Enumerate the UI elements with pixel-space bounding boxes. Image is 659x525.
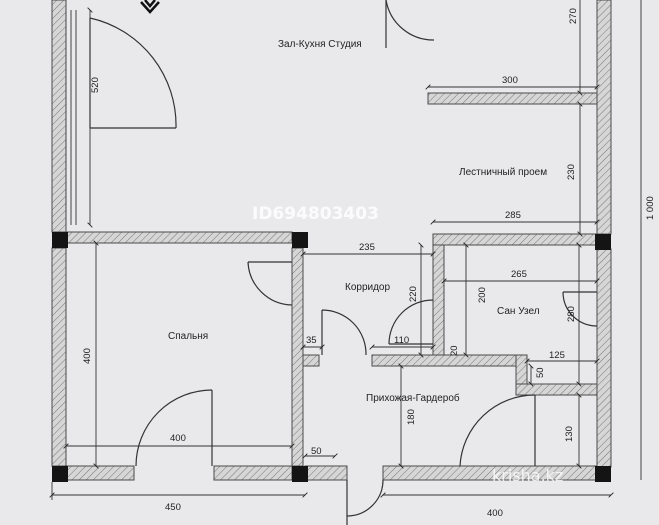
- left-outer-wall-lower: [51, 247, 67, 467]
- site-watermark: krisha.kz: [492, 466, 563, 485]
- walls: [51, 0, 612, 481]
- door-swing: [346, 479, 384, 517]
- dim-label-200: 200: [477, 287, 488, 303]
- dim-label-220: 220: [408, 286, 419, 302]
- dim-label-1000: 1 000: [645, 196, 656, 220]
- dim-label-235: 235: [359, 242, 375, 253]
- dim-label-285: 285: [505, 210, 521, 221]
- dim-label-125: 125: [549, 350, 565, 361]
- column: [292, 466, 308, 482]
- bottom-wall-right: [382, 465, 598, 481]
- listing-id-watermark: ID694803403: [252, 204, 379, 224]
- room-label-stairwell: Лестничный проем: [459, 167, 547, 178]
- hallway-top-wall-mid: [371, 354, 523, 367]
- dim-label-400-bottom: 400: [487, 508, 503, 519]
- bottom-wall-hall: [304, 465, 348, 481]
- bottom-wall-mid: [213, 465, 293, 481]
- dim-label-400-bedroom: 400: [170, 433, 186, 444]
- room-label-living-kitchen: Зал-Кухня Студия: [278, 39, 362, 50]
- door-swing: [459, 394, 536, 467]
- door-swing: [385, 0, 435, 41]
- stair-wall: [427, 92, 598, 105]
- dim-label-110: 110: [394, 335, 409, 346]
- bedroom-right-wall: [291, 247, 304, 467]
- bedroom-top-wall: [65, 231, 293, 244]
- right-outer-wall-lower: [596, 248, 612, 468]
- dim-label-20: 20: [449, 345, 460, 356]
- dim-label-265: 265: [511, 269, 527, 280]
- column: [52, 466, 68, 482]
- door-swing: [89, 17, 177, 129]
- bathroom-top-wall: [432, 233, 598, 246]
- dim-label-520: 520: [90, 77, 101, 93]
- door-swing: [562, 291, 598, 327]
- dim-label-180: 180: [406, 409, 417, 425]
- column: [292, 232, 308, 248]
- dim-label-230: 230: [566, 164, 577, 180]
- room-label-corridor: Корридор: [345, 282, 390, 293]
- door-swing: [321, 309, 367, 356]
- bottom-wall-left: [65, 465, 135, 481]
- dimension-labels: 270 520 300 230 1 000 285 235 265 220 20…: [82, 8, 656, 519]
- bathroom-left-wall: [432, 244, 445, 356]
- stairs-arrow-icon: [140, 0, 160, 14]
- left-outer-wall: [51, 0, 67, 233]
- hallway-top-wall: [302, 354, 320, 367]
- dim-label-280: 280: [566, 306, 577, 322]
- door-swing: [388, 299, 434, 345]
- room-label-bedroom: Спальня: [168, 331, 208, 342]
- window: [65, 10, 77, 225]
- room-label-hallway-wardrobe: Прихожая-Гардероб: [366, 392, 460, 404]
- dim-label-400-vertical: 400: [82, 348, 93, 364]
- columns: [52, 232, 611, 482]
- room-label-bathroom: Сан Узел: [497, 306, 540, 317]
- dim-label-300: 300: [502, 75, 518, 86]
- dim-label-50a: 50: [535, 367, 546, 378]
- column: [595, 234, 611, 250]
- door-swing: [247, 261, 293, 306]
- right-outer-wall: [596, 0, 612, 235]
- column: [595, 466, 611, 482]
- doors: [89, 0, 598, 525]
- bathroom-bottom-wall: [515, 383, 598, 396]
- dim-label-50b: 50: [311, 446, 322, 457]
- room-labels: Зал-Кухня Студия Лестничный проем Коррид…: [168, 39, 547, 404]
- dimension-lines: [52, 0, 642, 500]
- dim-label-130: 130: [564, 426, 575, 442]
- dim-label-450: 450: [165, 502, 181, 513]
- dim-label-35: 35: [306, 335, 317, 346]
- door-swing: [135, 389, 213, 467]
- column: [52, 232, 68, 248]
- dim-label-270: 270: [568, 8, 579, 24]
